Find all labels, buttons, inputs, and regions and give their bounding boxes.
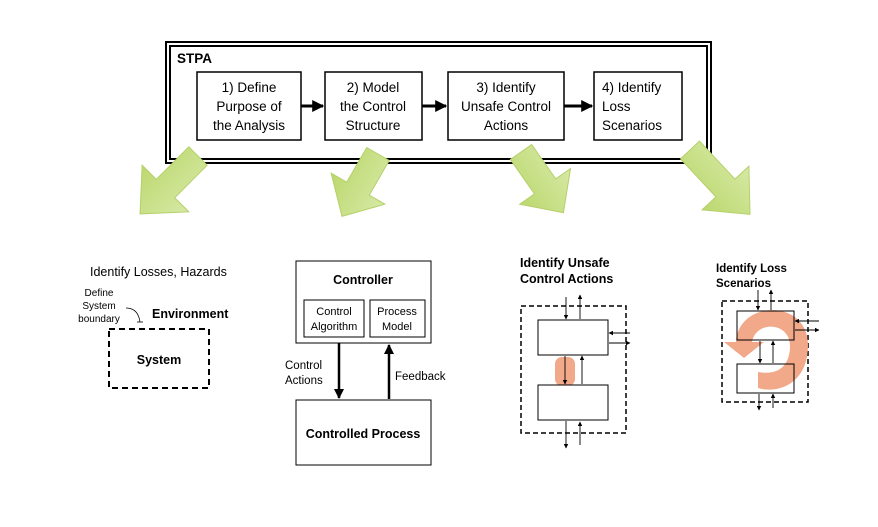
step-3-box: 3) Identify Unsafe Control Actions <box>447 71 565 141</box>
control-panel: Controller Control Algorithm Process Mod… <box>285 260 446 466</box>
purpose-title: Identify Losses, Hazards <box>90 265 227 279</box>
step-4-line1: 4) Identify <box>602 80 662 95</box>
step-3-line1: 3) Identify <box>476 80 536 95</box>
step-2-box: 2) Model the Control Structure <box>324 71 423 141</box>
boundary-pointer <box>125 307 141 323</box>
model-line2: Model <box>382 321 412 333</box>
step-4-line2: Loss <box>602 99 631 114</box>
algorithm-line2: Algorithm <box>311 321 357 333</box>
green-arrow-1 <box>139 146 208 215</box>
step-4-box: 4) Identify Loss Scenarios <box>593 71 683 141</box>
step-2-line3: Structure <box>346 118 401 133</box>
step-1-line2: Purpose of <box>216 99 282 114</box>
loss-title-line1: Identify Loss <box>716 263 787 275</box>
step-3-line3: Actions <box>484 118 529 133</box>
process-model-box <box>369 299 426 338</box>
uca-title-line1: Identify Unsafe <box>520 256 610 270</box>
loss-process-box <box>736 363 795 394</box>
loss-title-line2: Scenarios <box>716 278 771 290</box>
green-arrow-2 <box>330 146 390 217</box>
feedback-label: Feedback <box>395 371 446 383</box>
step-1-box: 1) Define Purpose of the Analysis <box>196 71 302 141</box>
step-1-line1: 1) Define <box>222 80 277 95</box>
loss-feedback-loop <box>724 310 808 390</box>
stpa-title: STPA <box>177 51 212 66</box>
system-label: System <box>137 353 181 367</box>
boundary-note-line1: Define <box>85 288 114 299</box>
stpa-frame: STPA <box>165 41 712 164</box>
step-2-line2: the Control <box>340 99 406 114</box>
boundary-note-line3: boundary <box>78 314 120 325</box>
model-line1: Process <box>377 306 417 318</box>
purpose-panel: Identify Losses, Hazards Define System b… <box>78 265 229 389</box>
control-algorithm-box <box>303 299 365 338</box>
green-arrow-3 <box>509 143 572 214</box>
loss-boundary <box>721 300 809 403</box>
controlled-process-box <box>295 399 432 466</box>
green-arrow-4 <box>679 140 751 215</box>
algorithm-line1: Control <box>316 306 351 318</box>
step-3-line2: Unsafe Control <box>461 99 551 114</box>
controlled-process-label: Controlled Process <box>306 427 421 441</box>
step-1-line3: the Analysis <box>213 118 285 133</box>
uca-panel: Identify Unsafe Control Actions <box>520 256 631 449</box>
controller-label: Controller <box>333 273 393 287</box>
loss-controller-box <box>736 310 795 341</box>
step-2-line1: 2) Model <box>347 80 400 95</box>
environment-label: Environment <box>152 307 229 321</box>
step-4-line3: Scenarios <box>602 118 662 133</box>
loss-panel: Identify Loss Scenarios <box>716 263 820 411</box>
uca-title-line2: Control Actions <box>520 272 613 286</box>
control-actions-line1: Control <box>285 360 322 372</box>
boundary-note-line2: System <box>82 301 115 312</box>
uca-process-box <box>537 384 609 421</box>
system-boundary <box>108 328 210 389</box>
uca-controller-box <box>537 319 609 356</box>
control-actions-line2: Actions <box>285 375 323 387</box>
uca-boundary <box>520 305 627 434</box>
